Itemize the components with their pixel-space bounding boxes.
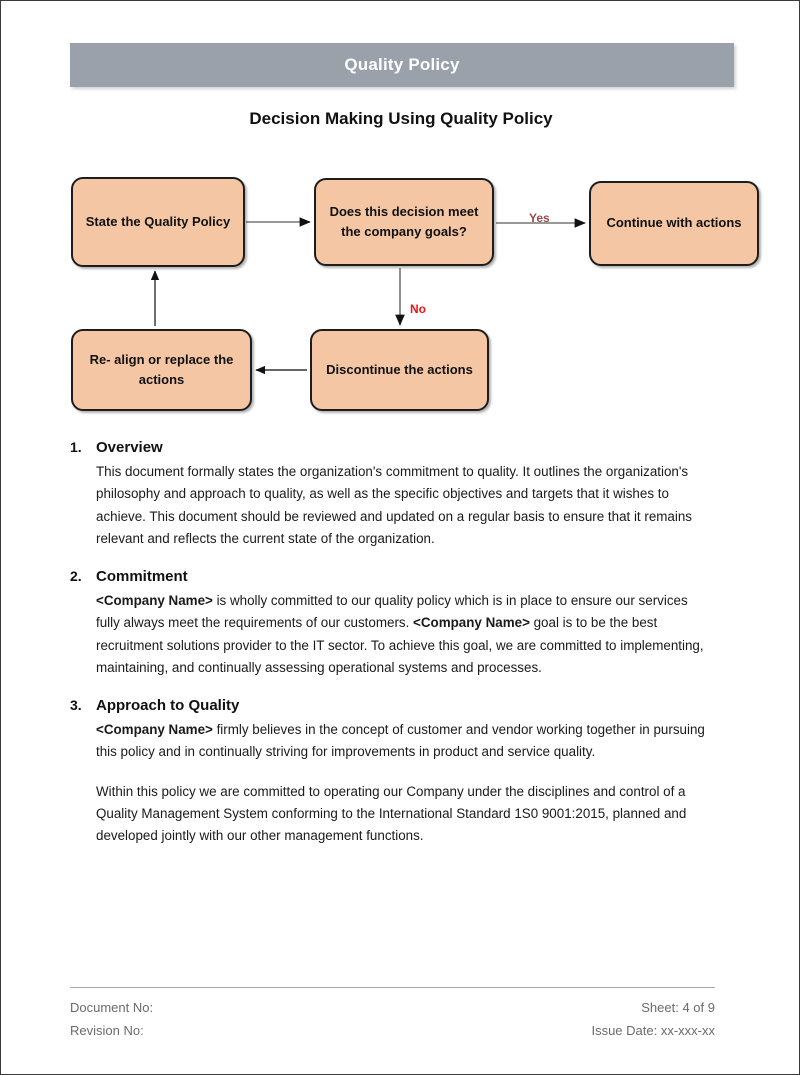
banner-title: Quality Policy — [344, 55, 460, 74]
footer-sheet-number: Sheet: 4 of 9 — [641, 1000, 715, 1015]
edge-label-no: No — [410, 302, 426, 316]
flowchart-connectors — [150, 217, 586, 375]
section-overview: 1. Overview This document formally state… — [70, 439, 715, 550]
footer-document-no: Document No: — [70, 1000, 154, 1015]
section-commitment: 2. Commitment <Company Name> is wholly c… — [70, 568, 715, 679]
footer-left-column: Document No: Revision No: — [70, 997, 153, 1043]
section-paragraph: This document formally states the organi… — [96, 464, 693, 546]
flow-node-label: Does this decision meet the company goal… — [329, 203, 479, 239]
footer-divider — [70, 987, 715, 988]
footer-content: Document No: Revision No: Sheet: 4 of 9 … — [70, 997, 715, 1043]
company-name-placeholder: <Company Name> — [96, 593, 213, 608]
flowchart-title: Decision Making Using Quality Policy — [249, 109, 553, 128]
document-body: 1. Overview This document formally state… — [70, 439, 715, 851]
section-paragraph: <Company Name> is wholly committed to ou… — [96, 593, 704, 675]
section-title: Commitment — [96, 568, 188, 585]
flowchart: State the Quality Policy Does this decis… — [1, 1, 799, 431]
flow-node-continue-with-actions[interactable]: Continue with actions — [589, 181, 759, 266]
section-approach-to-quality: 3. Approach to Quality <Company Name> fi… — [70, 697, 715, 847]
section-title: Overview — [96, 439, 163, 456]
footer-issue-date: Issue Date: xx-xxx-xx — [591, 1022, 715, 1038]
company-name-placeholder: <Company Name> — [413, 615, 530, 631]
flow-node-label: State the Quality Policy — [85, 213, 231, 229]
flow-node-discontinue-the-actions[interactable]: Discontinue the actions — [310, 329, 489, 411]
section-paragraph: <Company Name> firmly believes in the co… — [96, 722, 705, 760]
flow-node-label: Continue with actions — [606, 215, 742, 231]
section-number: 1. — [70, 439, 82, 455]
section-paragraph: Within this policy we are committed to o… — [96, 783, 687, 844]
section-heading: 2. Commitment — [70, 568, 715, 585]
page-footer: Document No: Revision No: Sheet: 4 of 9 … — [70, 987, 715, 1043]
flow-node-decision-meets-goals[interactable]: Does this decision meet the company goal… — [314, 178, 494, 266]
flow-node-realign-or-replace-actions[interactable]: Re- align or replace the actions — [71, 329, 252, 411]
page-header-banner: Quality Policy — [70, 43, 734, 87]
section-heading: 3. Approach to Quality — [70, 697, 715, 714]
section-number: 2. — [70, 568, 82, 584]
company-name-placeholder: <Company Name> — [96, 722, 213, 737]
flow-node-label: Re- align or replace the actions — [89, 351, 234, 387]
section-title: Approach to Quality — [96, 697, 240, 714]
flow-node-label: Discontinue the actions — [326, 361, 473, 377]
edge-label-yes: Yes — [529, 211, 550, 225]
section-heading: 1. Overview — [70, 439, 715, 456]
flow-node-state-the-quality-policy[interactable]: State the Quality Policy — [71, 177, 245, 267]
footer-right-column: Sheet: 4 of 9 Issue Date: xx-xxx-xx — [591, 997, 715, 1043]
footer-revision-no: Revision No: — [70, 1022, 144, 1038]
section-number: 3. — [70, 697, 82, 713]
